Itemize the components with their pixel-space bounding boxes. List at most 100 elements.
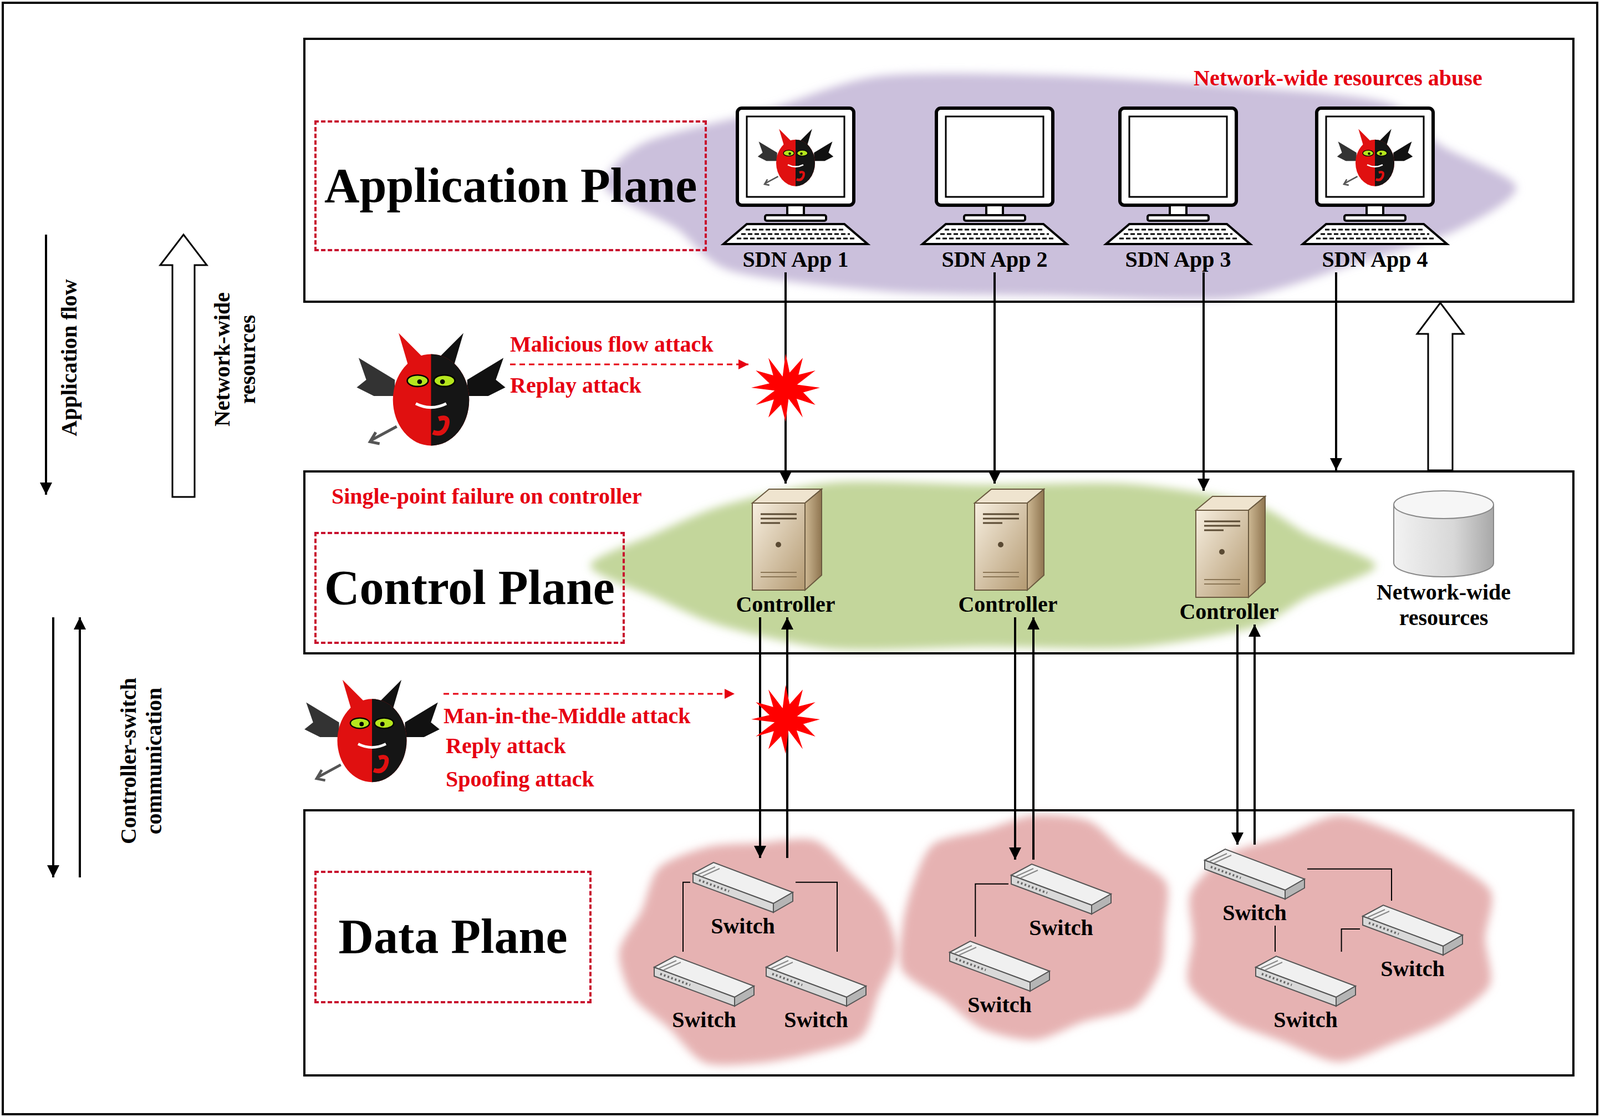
switch-icon [1204,848,1305,899]
link-line [683,882,691,952]
switch-node: Switch [1201,844,1308,926]
resource-store: Network-wide resources [1354,487,1533,631]
attack-label: Reply attack [445,732,567,759]
computer-icon [723,108,868,244]
region-blobs [590,73,1517,1065]
flow-connector [993,272,996,484]
devil-icon [304,679,440,782]
node-label: SDN App 4 [1291,246,1459,273]
switch-icon [1359,900,1466,956]
plane-band: Data PlaneSwitchSwitchSwitchSwitchSwitch… [303,808,1575,1077]
attack-label: Single-point failure on controller [331,483,642,509]
server-icon [974,488,1044,590]
switch-icon [654,955,754,1006]
computer-icon [911,105,1078,247]
flow-connector [1253,624,1256,845]
axis-label: Application flow [56,230,83,486]
devil-icon [757,128,834,186]
database-icon [1393,490,1494,577]
switch-node: Switch [690,857,796,939]
devil-icon [1337,128,1414,186]
attack-burst [751,684,820,754]
node-label: Switch [1008,914,1114,941]
attack-label: Spoofing attack [445,766,595,792]
controller-node: Controller [1157,490,1302,625]
switch-node: Switch [651,951,757,1033]
node-label: Controller [713,591,858,618]
link-line [1341,928,1360,952]
node-label: Network-wide resources [1354,579,1533,631]
switch-icon [1362,904,1463,955]
node-label: Switch [1201,899,1308,926]
node-label: Switch [690,913,796,939]
computer-icon [1302,108,1447,244]
server-icon [741,483,830,592]
link-line [1307,868,1392,901]
switch-icon [690,857,796,914]
hollow-arrow [160,234,207,497]
flow-arrow [78,617,81,878]
flow-arrow [52,617,55,878]
devil-icon [356,333,506,446]
attack-label: Malicious flow attack [510,331,714,358]
link-line [795,882,838,952]
computer-icon [1291,105,1459,247]
switch-icon [1008,859,1114,915]
node-label: Switch [946,991,1053,1018]
axis-label: Controller-switch communication [115,644,167,878]
node-label: Switch [1359,955,1466,982]
switch-icon [1252,951,1359,1007]
flow-arrow [44,234,48,495]
switch-icon [1011,863,1112,914]
switch-icon [763,951,869,1007]
plane-title: Data Plane [314,870,592,1003]
axis-label: Network-wide resources [209,267,261,451]
flow-connector [1202,272,1205,491]
attack-arrow [443,693,735,695]
attack-arrow [510,363,749,366]
plane-title: Application Plane [314,120,707,252]
region-blob [619,838,898,1066]
computer-icon [1106,108,1251,244]
switch-node: Switch [1008,859,1114,941]
switch-icon [766,955,866,1006]
database-icon [1388,487,1500,580]
attack-label: Network-wide resources abuse [1193,65,1483,91]
switch-icon [949,940,1050,991]
sdn-app: SDN App 2 [911,105,1078,273]
server-icon [752,488,822,590]
switch-icon [693,862,793,912]
node-label: Switch [1252,1006,1359,1033]
region-blob [1187,814,1493,1062]
switch-node: Switch [1359,900,1466,982]
region-blob [603,73,1517,300]
attack-label: Replay attack [510,372,642,399]
flow-connector [1236,624,1239,845]
node-label: Controller [1157,598,1302,625]
switch-node: Switch [1252,951,1359,1033]
switch-node: Switch [763,951,869,1033]
attack-burst [751,353,820,422]
link-line [975,883,1009,937]
computer-icon [712,105,879,247]
node-label: Switch [651,1006,757,1033]
plane-title: Control Plane [314,531,625,644]
switch-icon [1201,844,1308,900]
computer-icon [922,108,1067,244]
node-label: SDN App 1 [712,246,879,273]
node-label: SDN App 3 [1094,246,1262,273]
sdn-app: SDN App 3 [1094,105,1262,273]
resource-arrow [1417,302,1464,471]
server-icon [1184,490,1274,599]
controller-node: Controller [935,483,1080,618]
sdn-app: SDN App 4 [1291,105,1459,273]
region-blob [590,481,1377,650]
link-line [1274,925,1276,952]
switch-node: Switch [946,936,1053,1018]
server-icon [963,483,1053,592]
controller-node: Controller [713,483,858,618]
node-label: Switch [763,1006,869,1033]
sdn-app: SDN App 1 [712,105,879,273]
